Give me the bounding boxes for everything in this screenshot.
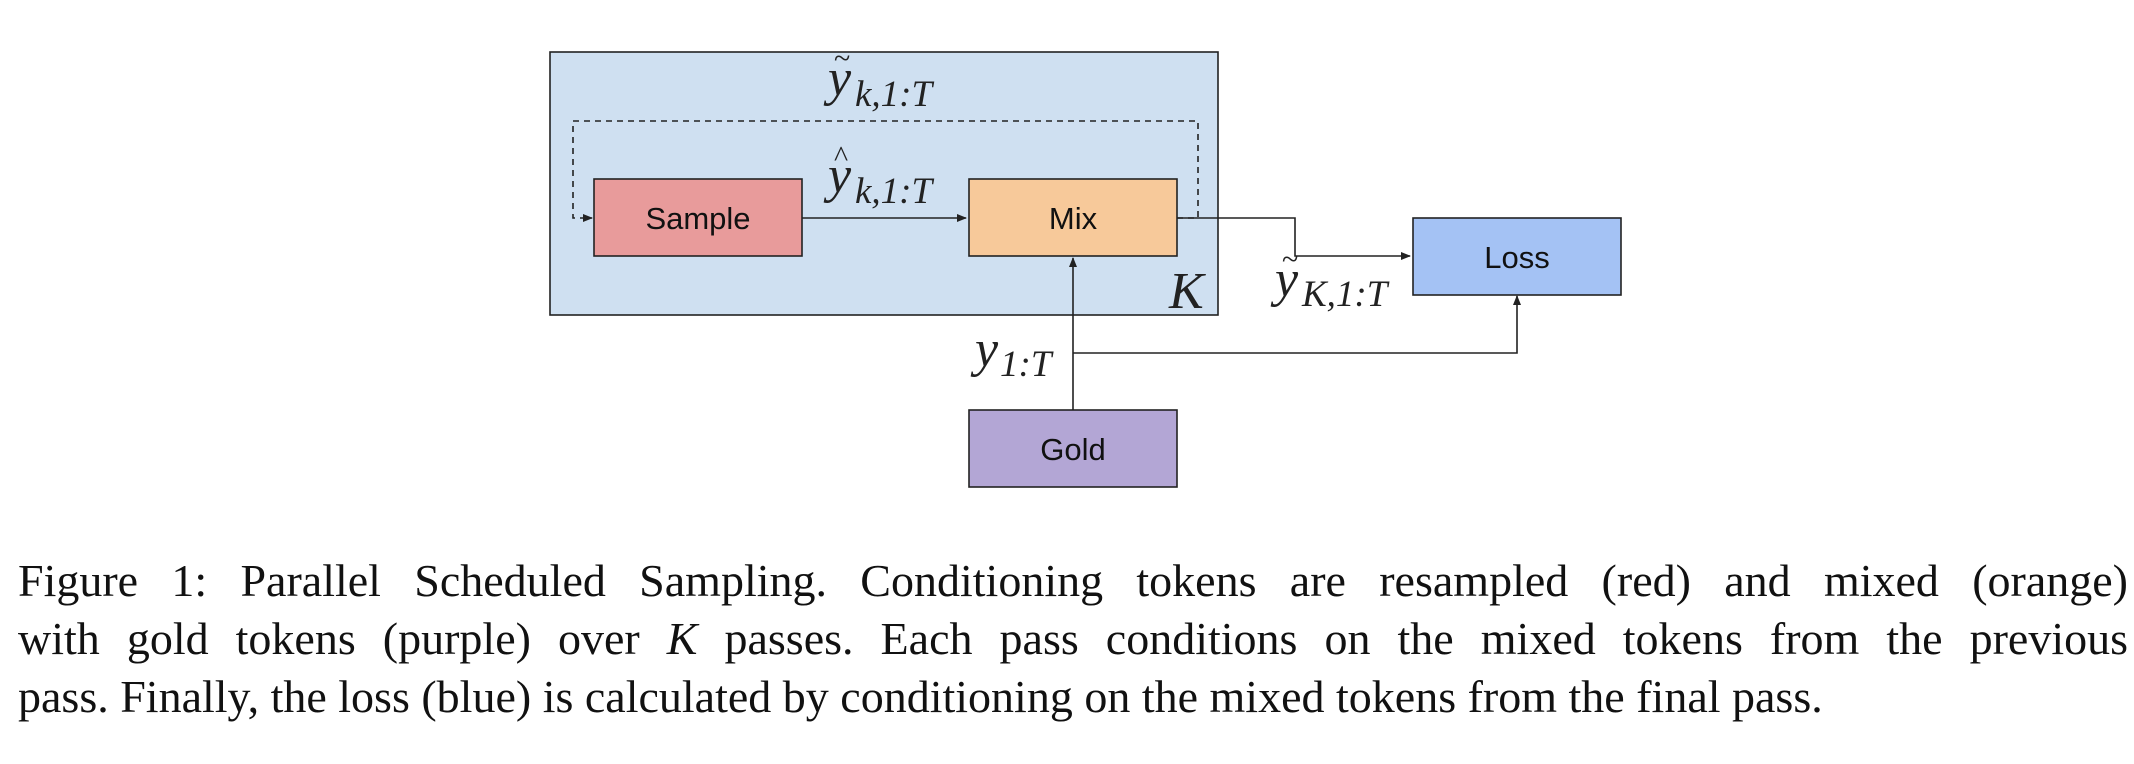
caption-line-1: Figure 1: Parallel Scheduled Sampling. C…	[18, 555, 2128, 606]
feedback-loop-edge	[572, 120, 1199, 222]
gold-y-label: y 1:T	[970, 321, 1054, 385]
gold-to-loss-edge	[1073, 295, 1521, 354]
loop-tilde-y-label: y ~ k,1:T	[823, 42, 934, 115]
figure-caption: Figure 1: Parallel Scheduled Sampling. C…	[18, 552, 2128, 726]
final-tilde-y-label: y ~ K,1:T	[1270, 243, 1390, 315]
hat-y-accent: ^	[834, 140, 848, 173]
hat-y-base: y	[823, 147, 852, 204]
diagram: Sample Mix Loss Gold y ~ k,1:T y ^ k,1:T…	[549, 42, 1622, 488]
gold-y-sub: 1:T	[1000, 344, 1054, 385]
mix-node: Mix	[968, 178, 1178, 257]
caption-line-2-end: passes. Each pass conditions on the mixe…	[724, 613, 2129, 664]
loss-node: Loss	[1412, 217, 1622, 296]
final-tilde-y-sub: K,1:T	[1301, 274, 1390, 315]
caption-k-math: K	[666, 613, 698, 664]
caption-line-2: with gold tokens (purple) over K passes.…	[18, 610, 2128, 668]
caption-line-3: pass. Finally, the loss (blue) is calcul…	[18, 671, 1823, 722]
gold-y-base: y	[970, 321, 999, 378]
final-tilde-y-accent: ~	[1282, 243, 1298, 276]
passes-k-label: K	[1168, 263, 1206, 320]
diagram-canvas: Sample Mix Loss Gold y ~ k,1:T y ^ k,1:T…	[549, 42, 1622, 488]
loop-tilde-y-accent: ~	[834, 42, 850, 75]
loop-tilde-y-sub: k,1:T	[855, 74, 934, 115]
sample-node: Sample	[593, 178, 803, 257]
caption-line-2-start: with gold tokens (purple) over	[18, 613, 640, 664]
final-tilde-y-base: y	[1270, 251, 1299, 308]
sample-node-label: Sample	[645, 201, 750, 236]
hat-y-label: y ^ k,1:T	[823, 140, 934, 212]
mix-node-label: Mix	[1049, 201, 1098, 236]
hat-y-sub: k,1:T	[855, 171, 934, 212]
loss-node-label: Loss	[1484, 240, 1549, 275]
loop-tilde-y-base: y	[823, 50, 852, 107]
gold-node-label: Gold	[1040, 432, 1105, 467]
gold-node: Gold	[968, 409, 1178, 488]
mix-to-loss-edge	[1177, 217, 1411, 260]
